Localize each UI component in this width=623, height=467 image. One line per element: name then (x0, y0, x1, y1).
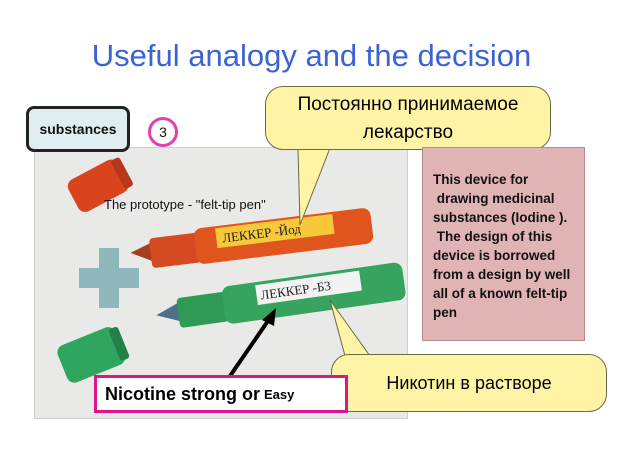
orange-cap (67, 157, 133, 212)
description-box: This device for drawing medicinal substa… (422, 147, 585, 341)
top-callout: Постоянно принимаемое лекарство (265, 86, 551, 150)
prototype-caption: The prototype - "felt-tip pen" (104, 197, 266, 212)
nicotine-main-text: Nicotine strong or (105, 383, 261, 404)
plus-sign (79, 248, 139, 308)
nicotine-box: Nicotine strong or Easy (94, 375, 348, 413)
bottom-callout: Никотин в растворе (331, 354, 607, 412)
green-pen: ЛЕККЕР -Б3 (156, 262, 406, 328)
number-badge: 3 (148, 117, 178, 147)
top-callout-line2: лекарство (362, 122, 454, 143)
nicotine-small-text: Easy (264, 386, 295, 402)
top-callout-line1: Постоянно принимаемое (297, 94, 519, 115)
orange-pen: ЛЕККЕР -Йод (130, 208, 374, 268)
slide-title: Useful analogy and the decision (91, 38, 532, 73)
green-cap (57, 326, 130, 383)
substances-label: substances (26, 106, 130, 152)
pens-illustration: ЛЕККЕР -Йод ЛЕККЕР -Б3 (57, 157, 406, 383)
pens-photo: ЛЕККЕР -Йод ЛЕККЕР -Б3 (34, 147, 408, 419)
